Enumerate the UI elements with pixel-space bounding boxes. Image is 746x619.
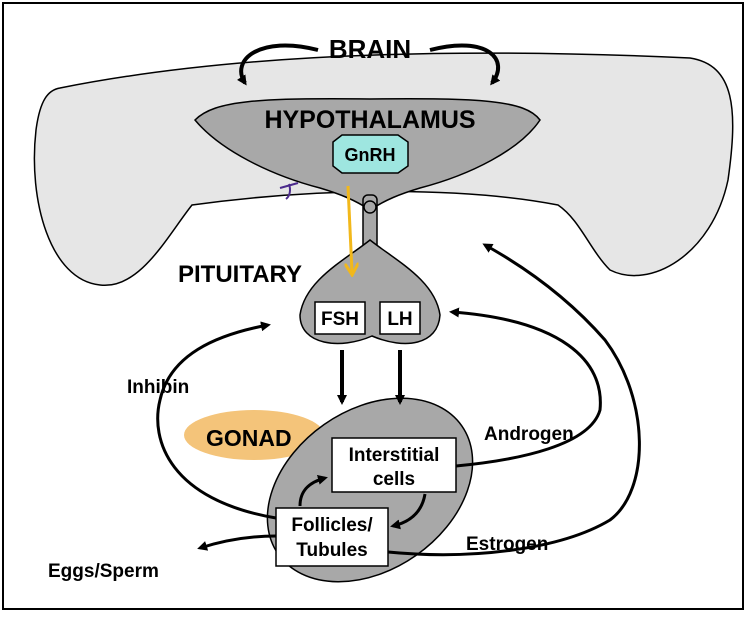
pituitary-label: PITUITARY <box>178 261 302 288</box>
brain-label: BRAIN <box>329 34 411 64</box>
follicles-box <box>275 507 389 567</box>
interstitial-label-line2: cells <box>373 469 415 490</box>
androgen-label: Androgen <box>484 424 574 445</box>
estrogen-feedback-arrow <box>387 243 641 557</box>
hypothalamus-label: HYPOTHALAMUS <box>264 106 475 134</box>
gnrh-badge <box>332 134 409 174</box>
eggs-sperm-arrow <box>197 534 277 551</box>
annotation-mark <box>279 182 299 200</box>
gnrh-pathway-arrow <box>348 185 352 272</box>
brain-arrow-left <box>236 43 319 86</box>
estrogen-label: Estrogen <box>466 534 548 555</box>
lh-box <box>379 301 421 335</box>
androgen-feedback-arrow <box>449 307 602 468</box>
brain-arrow-right <box>429 43 501 86</box>
fsh-label: FSH <box>321 309 359 330</box>
fsh-box <box>314 301 366 335</box>
lh-label: LH <box>387 309 412 330</box>
gonad-highlight <box>184 410 324 460</box>
interstitial-box <box>331 437 457 493</box>
gonad-label: GONAD <box>206 425 292 451</box>
follicles-label-line1: Follicles/ <box>291 515 373 536</box>
follicles-label-line2: Tubules <box>296 540 367 561</box>
follicles-to-interstitial-arrow <box>298 474 328 507</box>
eggs-sperm-label: Eggs/Sperm <box>48 561 159 582</box>
interstitial-to-follicles-arrow <box>390 493 427 530</box>
stalk-node <box>363 200 377 214</box>
inhibin-label: Inhibin <box>127 377 189 398</box>
interstitial-label-line1: Interstitial <box>349 445 440 466</box>
gnrh-label: GnRH <box>345 145 396 165</box>
inhibin-feedback-arrow <box>156 321 277 520</box>
